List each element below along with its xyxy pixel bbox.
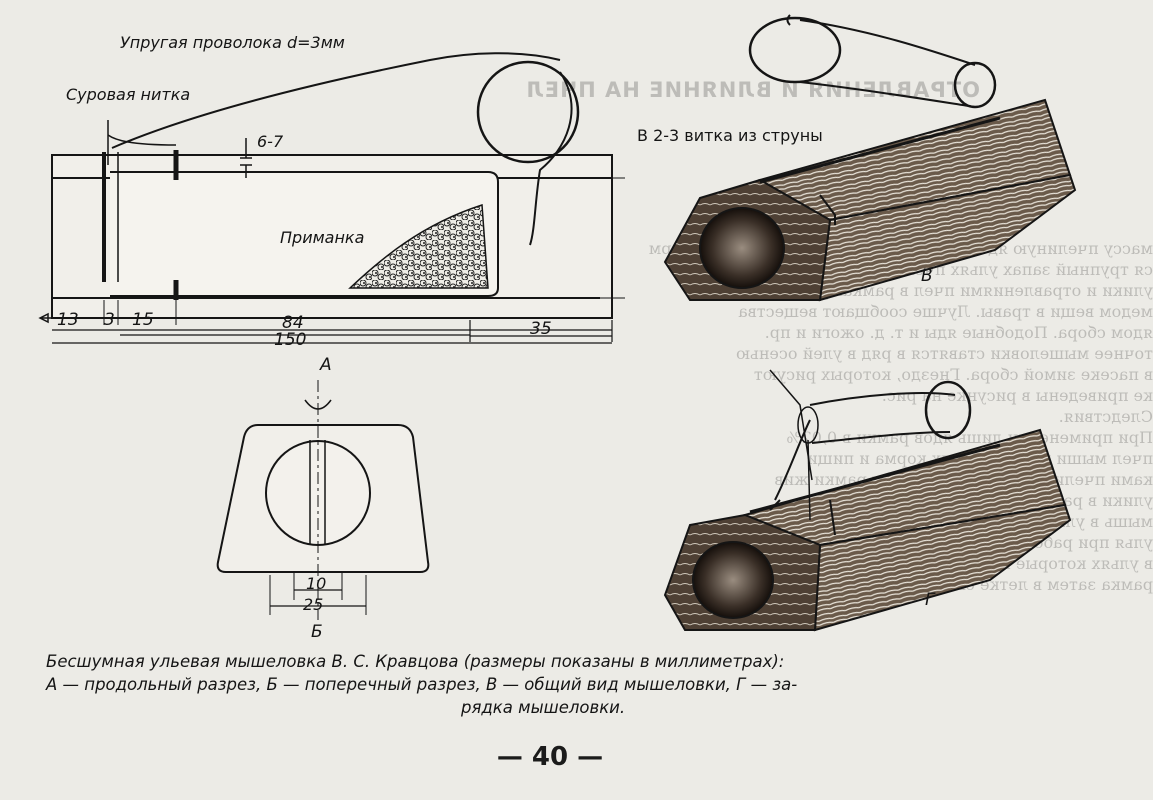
dim-35: 35 [530, 319, 552, 339]
loaded-view [663, 369, 1072, 632]
view-v-label: В [921, 266, 933, 286]
dim-25: 25 [303, 595, 324, 614]
dim-10: 10 [306, 574, 327, 593]
view-g-label: Г [925, 590, 935, 610]
dim-84: 84 [282, 313, 304, 333]
caption-line-3: рядка мышеловки. [461, 698, 626, 717]
general-view [663, 14, 1077, 302]
caption-line-2: А — продольный разрез, Б — поперечный ра… [46, 675, 798, 694]
page-number: — 40 — [496, 742, 604, 772]
dim-150: 150 [274, 330, 307, 350]
view-a-label: А [320, 355, 332, 375]
caption-line-1: Бесшумная ульевая мышеловка В. С. Кравцо… [46, 652, 785, 671]
dim-15: 15 [132, 310, 154, 330]
figure-caption: Бесшумная ульевая мышеловка В. С. Кравцо… [46, 650, 1086, 719]
view-b-label: Б [311, 622, 323, 642]
longitudinal-section [38, 52, 625, 344]
coil-label: В 2-3 витка из струны [637, 126, 823, 145]
thread-label: Суровая нитка [66, 85, 191, 104]
dim-13: 13 [57, 310, 79, 330]
wire-label: Упругая проволока d=3мм [120, 33, 345, 52]
dim-3: 3 [104, 310, 115, 330]
bait-label: Приманка [280, 228, 365, 247]
cross-section [216, 380, 430, 620]
gap-label: 6-7 [257, 132, 284, 151]
